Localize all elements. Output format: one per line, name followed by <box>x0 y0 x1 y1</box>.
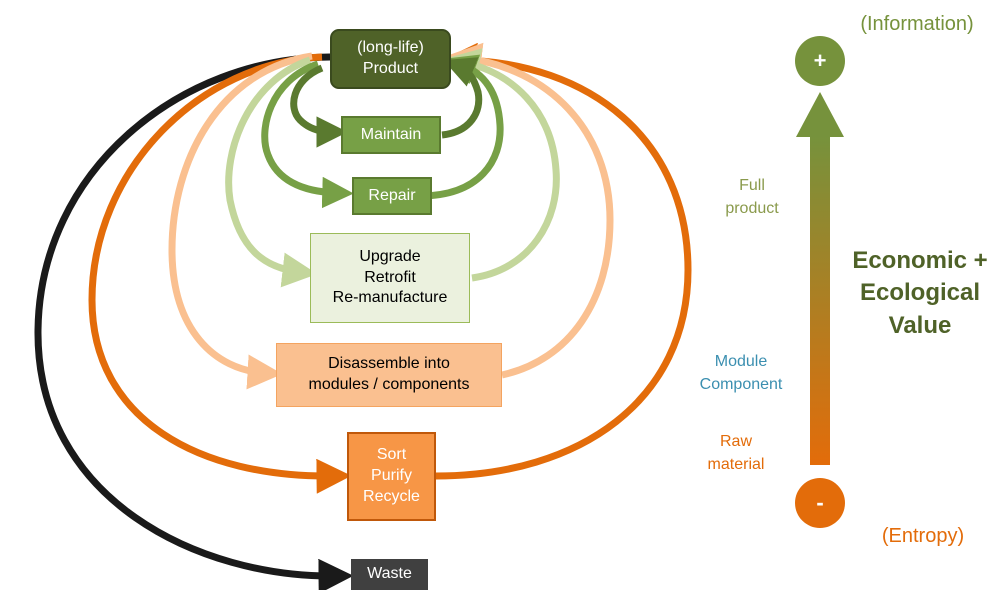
repair-box: Repair <box>352 177 432 215</box>
waste-box: Waste <box>351 559 428 590</box>
recycle-line-1: Sort <box>376 446 407 464</box>
disassemble-box: Disassemble into modules / components <box>276 343 502 407</box>
disassemble-line-2: modules / components <box>308 376 470 393</box>
product-box: (long-life) Product <box>330 29 451 89</box>
repair-loop-arrow <box>261 60 354 209</box>
entropy-caption: (Entropy) <box>881 525 965 547</box>
recycle-box: Sort Purify Recycle <box>347 432 436 521</box>
repair-return-arrow <box>419 54 504 200</box>
maintain-loop-arrow <box>290 64 348 148</box>
repair-label: Repair <box>368 186 416 204</box>
upgrade-return-arrow <box>444 48 560 282</box>
maintain-box: Maintain <box>341 116 441 154</box>
value-title: Economic + Ecological Value <box>852 247 988 339</box>
maintain-return-arrow <box>441 57 483 139</box>
upgrade-line-3: Re-manufacture <box>332 289 448 307</box>
waste-arrow <box>34 53 354 590</box>
waste-label: Waste <box>367 565 412 583</box>
recycle-line-3: Recycle <box>363 487 420 505</box>
value-axis-shaft <box>810 136 830 465</box>
disassemble-line-1: Disassemble into <box>328 355 450 373</box>
raw-material-label: Raw material <box>707 433 765 474</box>
disassemble-return-arrow <box>446 42 614 379</box>
module-component-label: Module Component <box>699 353 783 394</box>
product-line-1: (long-life) <box>357 39 424 57</box>
product-line-2: Product <box>362 60 419 77</box>
value-axis-head <box>796 92 844 137</box>
information-caption: (Information) <box>860 13 974 35</box>
recycle-return-arrow <box>435 42 692 480</box>
minus-icon: - <box>795 478 845 528</box>
maintain-label: Maintain <box>360 125 422 143</box>
recycle-line-2: Purify <box>371 467 412 485</box>
plus-icon: + <box>795 36 845 86</box>
disassemble-loop-arrow <box>168 52 313 390</box>
upgrade-line-2: Retrofit <box>364 268 416 286</box>
upgrade-line-1: Upgrade <box>359 247 421 265</box>
upgrade-loop-arrow <box>225 56 318 288</box>
full-product-label: Full product <box>725 177 779 218</box>
upgrade-box: Upgrade Retrofit Re-manufacture <box>310 233 470 323</box>
recycle-loop-arrow <box>88 53 352 494</box>
